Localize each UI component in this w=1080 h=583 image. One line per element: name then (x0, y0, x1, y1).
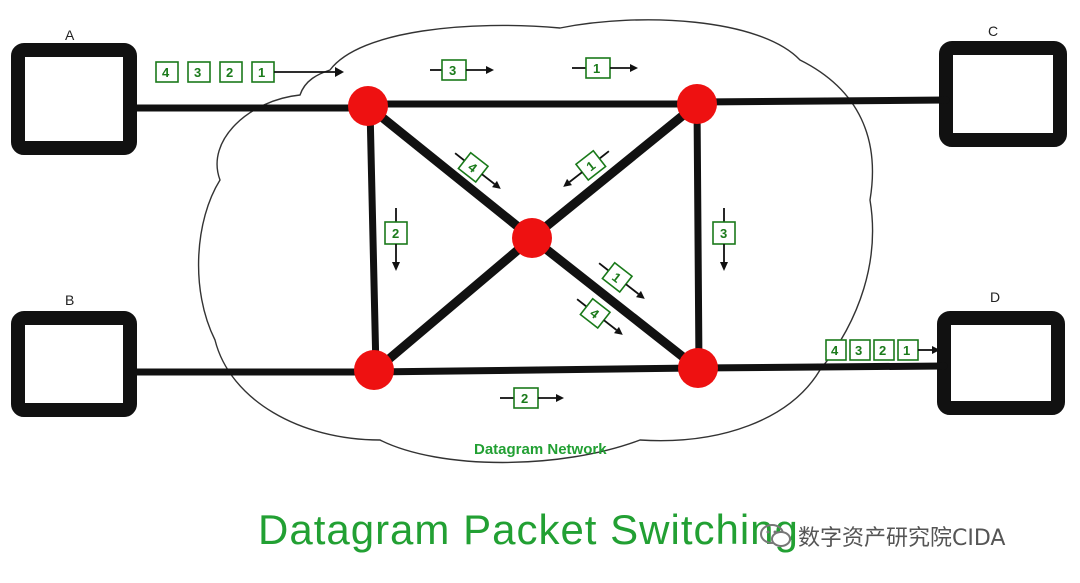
link-r2-r3 (527, 99, 702, 243)
packet-left-vertical: 2 (384, 208, 408, 271)
host-c-label: C (988, 23, 998, 39)
link-r2-r5 (693, 100, 703, 372)
router-bottom-left (354, 350, 394, 390)
svg-text:1: 1 (593, 61, 600, 76)
d-queue-pkt-4: 1 (903, 343, 910, 358)
router-bottom-right (678, 348, 718, 388)
a-queue-pkt-4: 1 (258, 65, 265, 80)
router-top-left (348, 86, 388, 126)
host-b-label: B (65, 292, 74, 308)
host-c-box (939, 41, 1067, 147)
d-queue-pkt-1: 4 (831, 343, 839, 358)
svg-text:3: 3 (449, 63, 456, 78)
router-center (512, 218, 552, 258)
packet-diag-upper-right: 1 (563, 149, 610, 187)
diagram-title: Datagram Packet Switching (258, 506, 799, 553)
network-label: Datagram Network (474, 441, 607, 458)
d-queue-pkt-2: 3 (855, 343, 862, 358)
a-queue-pkt-3: 2 (226, 65, 233, 80)
svg-text:2: 2 (392, 226, 399, 241)
link-r1-r3 (363, 101, 537, 243)
router-top-right (677, 84, 717, 124)
a-packet-queue: 4 3 2 1 (155, 61, 344, 83)
watermark-text: 数字资产研究院CIDA (798, 526, 1006, 551)
link-r2-c (693, 96, 950, 106)
packet-diag-upper-left: 4 (454, 151, 501, 189)
packet-bottom: 2 (500, 387, 564, 409)
link-r5-d (693, 362, 948, 372)
host-d-box (937, 311, 1065, 415)
packet-right-vertical: 3 (712, 208, 736, 271)
packet-top-right: 1 (572, 57, 638, 79)
network-cloud (197, 19, 874, 464)
svg-text:2: 2 (521, 391, 528, 406)
a-queue-pkt-1: 4 (162, 65, 170, 80)
link-r4-r5 (369, 364, 701, 376)
host-b-box (11, 311, 137, 417)
host-a-box (11, 43, 137, 155)
d-packet-queue: 4 3 2 1 (825, 339, 940, 361)
host-a-label: A (65, 27, 75, 43)
host-d-label: D (990, 289, 1000, 305)
wechat-icon (760, 524, 791, 547)
packet-diag-lower-right-b: 4 (576, 297, 623, 335)
svg-text:3: 3 (720, 226, 727, 241)
d-queue-pkt-3: 2 (879, 343, 886, 358)
packet-diag-lower-right-a: 1 (598, 261, 645, 299)
link-r3-r5 (527, 233, 702, 373)
link-r1-r4 (366, 104, 380, 374)
a-queue-pkt-2: 3 (194, 65, 201, 80)
links (126, 96, 950, 376)
link-r3-r4 (371, 233, 537, 375)
packet-top-left: 3 (430, 59, 494, 81)
watermark: 数字资产研究院CIDA (760, 520, 1005, 552)
